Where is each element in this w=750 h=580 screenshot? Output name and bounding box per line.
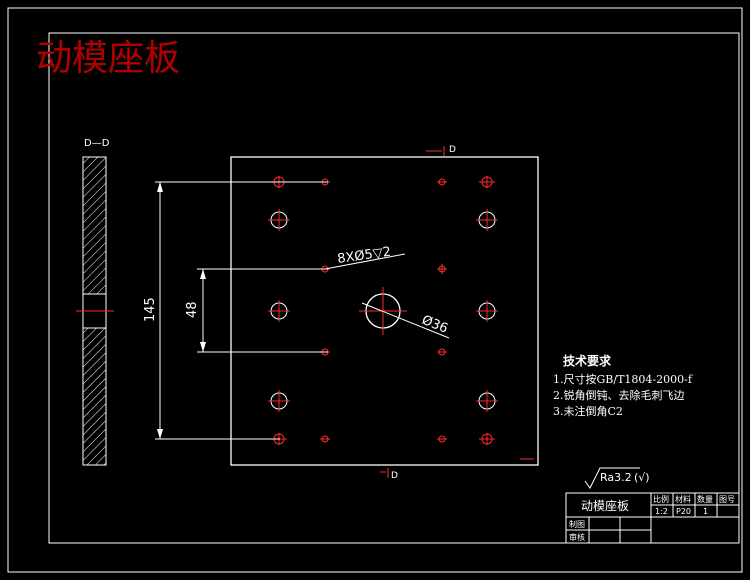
title-block-quantity: 1 (703, 507, 708, 516)
tech-item-1: 1.尺寸按GB/T1804-2000-f (553, 372, 693, 386)
roughness-value: Ra3.2 (600, 471, 632, 484)
tech-item-2: 2.锐角倒钝、去除毛刺飞边 (553, 388, 685, 402)
title-block-scale: 1:2 (655, 507, 668, 516)
hole-callout-leader (324, 253, 406, 270)
outer-frame (7, 7, 743, 573)
watermark-title: 动模座板 (36, 38, 180, 79)
tech-item-3: 3.未注倒角C2 (553, 404, 623, 418)
dim-48-label: 48 (185, 301, 200, 318)
roughness-symbol (584, 467, 640, 489)
inner-border (48, 32, 740, 544)
title-block (565, 492, 740, 544)
plate-view (230, 146, 539, 478)
cut-label-bottom: D (391, 471, 398, 481)
dim-145-label: 145 (143, 297, 158, 322)
dimension-48 (197, 268, 328, 353)
hole-callout: 8XØ5▽2 (336, 245, 392, 267)
title-block-row-checked: 审核 (569, 532, 585, 542)
tech-heading: 技术要求 (563, 353, 612, 368)
title-block-row-drawn: 制图 (569, 519, 585, 529)
central-bore (359, 287, 450, 339)
title-block-col-quantity: 数量 (697, 494, 713, 504)
title-block-col-drawing-no: 图号 (719, 495, 735, 504)
tech-requirements: 技术要求 1.尺寸按GB/T1804-2000-f 2.锐角倒钝、去除毛刺飞边 … (553, 353, 693, 418)
cut-label-top: D (449, 145, 456, 155)
title-block-col-scale: 比例 (653, 494, 669, 504)
screw-holes (268, 209, 498, 412)
section-view (76, 156, 114, 466)
title-block-material: P20 (676, 507, 691, 516)
title-block-col-material: 材料 (675, 494, 691, 504)
title-block-part-name: 动模座板 (581, 498, 629, 513)
section-label: D—D (84, 138, 110, 149)
bore-callout: Ø36 (420, 313, 450, 337)
dimension-145 (155, 181, 328, 440)
roughness-suffix: (√) (634, 471, 650, 484)
